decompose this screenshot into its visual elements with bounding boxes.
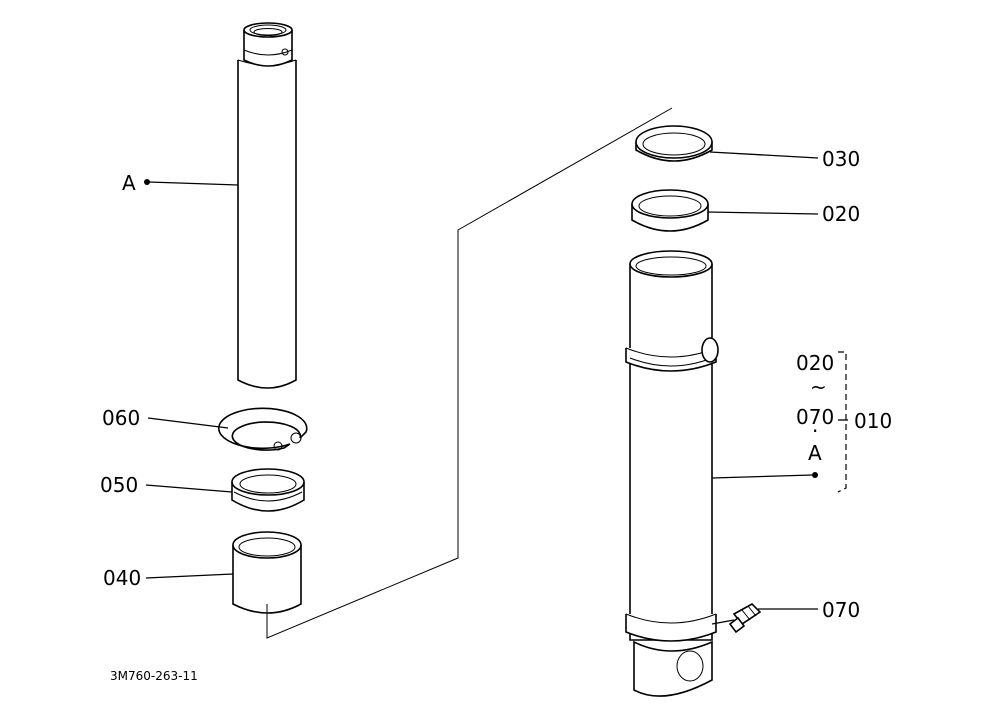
drawing-code: 3M760-263-11 [110, 669, 198, 683]
snap-ring-060 [217, 407, 308, 451]
group-label-to: 070 [796, 405, 834, 429]
leader-dots [144, 179, 818, 478]
assembly-line [266, 107, 673, 639]
label-a-left: A [122, 171, 136, 195]
tube-a [237, 22, 297, 389]
group-label-dot: · [812, 419, 818, 443]
label-020: 020 [822, 202, 860, 226]
label-060: 060 [102, 406, 140, 430]
grease-nipple-070 [728, 603, 762, 634]
cylinder-010 [625, 250, 719, 697]
ring-030 [635, 125, 713, 162]
group-label-tilde: ~ [810, 375, 827, 399]
bushing-040 [232, 531, 302, 614]
ring-020 [631, 189, 709, 232]
label-050: 050 [100, 473, 138, 497]
label-070: 070 [822, 598, 860, 622]
label-040: 040 [103, 566, 141, 590]
seal-050 [231, 468, 305, 512]
label-030: 030 [822, 147, 860, 171]
group-label-from: 020 [796, 351, 834, 375]
group-label-id: 010 [854, 409, 892, 433]
group-label-a: A [808, 441, 822, 465]
leader-lines [145, 151, 848, 625]
